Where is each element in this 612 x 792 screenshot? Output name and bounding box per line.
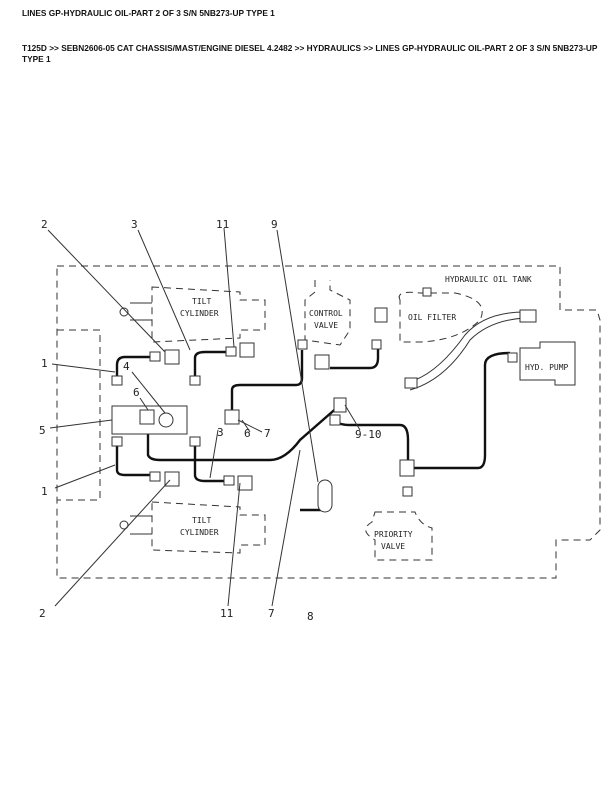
- breadcrumb: T125D >> SEBN2606-05 CAT CHASSIS/MAST/EN…: [22, 43, 598, 64]
- hose-1-bottom: [115, 440, 155, 477]
- tilt-cylinder-top: [151, 286, 266, 343]
- callout-7-lower: 7: [268, 607, 275, 620]
- tilt-cylinder-top-label-2: CYLINDER: [180, 309, 219, 318]
- hyd-pump-label: HYD. PUMP: [525, 363, 569, 372]
- hose-pump: [412, 351, 511, 470]
- leader-lines: [47, 227, 361, 607]
- callout-2-lower: 2: [39, 607, 46, 620]
- control-valve-label-2: VALVE: [314, 321, 338, 330]
- callout-2: 2: [41, 218, 48, 231]
- callout-3-lower: 3: [217, 426, 224, 439]
- tank-label: HYDRAULIC OIL TANK: [445, 275, 532, 284]
- control-valve-label: CONTROL: [309, 309, 343, 318]
- callout-11-lower: 11: [220, 607, 233, 620]
- hose-filter: [330, 345, 380, 370]
- callout-6: 6: [133, 386, 140, 399]
- control-valve: [304, 280, 351, 346]
- oil-filter: [398, 291, 483, 343]
- hydraulic-pump: [519, 341, 576, 386]
- hose-1-top: [115, 355, 155, 376]
- hose-3-top: [193, 350, 226, 376]
- tilt-cylinder-top-label: TILT: [192, 297, 211, 306]
- tilt-cylinder-bottom-label-2: CYLINDER: [180, 528, 219, 537]
- callout-1: 1: [41, 357, 48, 370]
- callout-5: 5: [39, 424, 46, 437]
- priority-valve-label: PRIORITY: [374, 530, 413, 539]
- tank-outline: [56, 265, 601, 579]
- callout-7: 7: [264, 427, 271, 440]
- callout-9-10: 9-10: [355, 428, 382, 441]
- priority-valve-label-2: VALVE: [381, 542, 405, 551]
- tilt-cylinder-bottom: [151, 501, 266, 554]
- priority-valve: [365, 511, 433, 561]
- hose-3-bottom: [193, 440, 228, 483]
- page-title: LINES GP-HYDRAULIC OIL-PART 2 OF 3 S/N 5…: [22, 8, 275, 18]
- hose-5: [146, 404, 341, 462]
- oil-filter-label: OIL FILTER: [408, 313, 456, 322]
- callout-8: 8: [307, 610, 314, 623]
- callout-9: 9: [271, 218, 278, 231]
- callout-1-lower: 1: [41, 485, 48, 498]
- callout-4: 4: [123, 360, 130, 373]
- callout-11: 11: [216, 218, 229, 231]
- callout-6-lower: 6: [244, 427, 251, 440]
- tilt-cylinder-bottom-label: TILT: [192, 516, 211, 525]
- callout-3: 3: [131, 218, 138, 231]
- fittings: [111, 287, 518, 497]
- hose-7: [230, 350, 304, 410]
